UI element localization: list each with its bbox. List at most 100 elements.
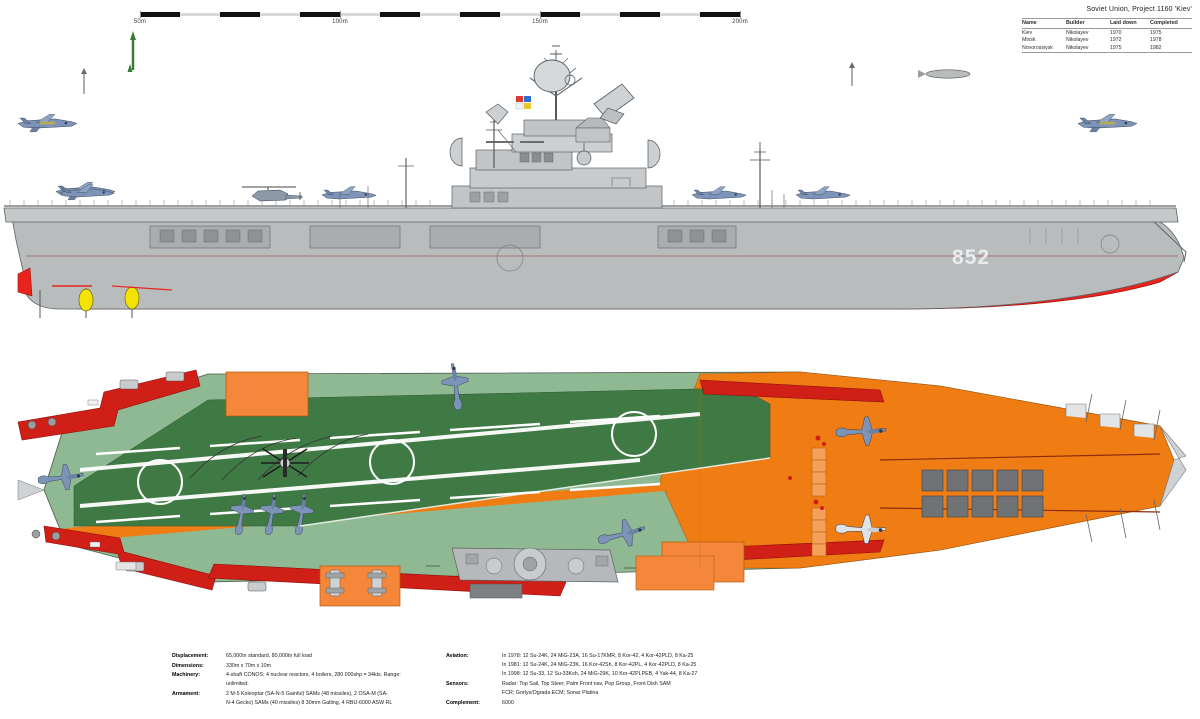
landing-circle-2: [369, 439, 415, 485]
hull-side-features: [149, 225, 1120, 272]
spec-value-sensors: Radar: Top Sail, Top Steer, Palm Front n…: [502, 680, 746, 698]
spec-value-complement: 6000: [502, 699, 746, 708]
spec-line: unlimited.: [226, 681, 249, 688]
scale-label-150m: 150m: [532, 19, 548, 25]
spec-label-displacement: Displacement:: [172, 653, 209, 659]
starboard-profile-view: 852: [3, 31, 1187, 318]
cell-builder: Nikolayev: [1066, 37, 1089, 44]
spec-row-machinery: Machinery: 4-shaft CONOS; 4 nuclear reac…: [172, 671, 437, 689]
propellers-and-rudders: [17, 267, 173, 318]
scale-tick: [540, 11, 541, 18]
scale-segment: [140, 12, 180, 17]
spec-row-aviation: Aviation: In 1978: 12 Su-24K, 24 MiG-23A…: [446, 652, 746, 679]
spec-label-dimensions: Dimensions:: [172, 662, 204, 669]
spec-label-aviation: Aviation:: [446, 653, 469, 659]
table-row: Kiev Nikolayev 1970 1975: [1022, 28, 1192, 36]
cell-laid-down: 1972: [1110, 37, 1122, 44]
scale-segment: [380, 12, 420, 17]
spec-line: 6000: [502, 699, 514, 706]
spec-label-complement: Complement:: [446, 699, 480, 706]
aircraft-on-deck-4: [795, 186, 851, 200]
spec-value-armament: 2 M-5 Koleoptar (SA-N-5 Gainful) SAMs (4…: [226, 690, 437, 708]
specifications-left: Displacement: 65,000tn standard, 80,000t…: [172, 652, 437, 709]
helicopter-on-deck: [242, 186, 303, 202]
missile-reference-vertical: [81, 31, 855, 94]
dish-antenna-aft: [449, 137, 463, 167]
aircraft-on-deck-3: [691, 186, 747, 200]
cell-completed: 1978: [1150, 37, 1162, 44]
title-block: Soviet Union, Project 1160 'Kiev' Name B…: [1012, 6, 1192, 54]
cell-laid-down: 1970: [1110, 29, 1122, 36]
scale-segment: [300, 12, 340, 17]
dish-antenna-fwd: [647, 139, 661, 169]
spec-line: In 1978: 12 Su-24K, 24 MiG-23A, 16 Su-17…: [502, 653, 694, 659]
spec-line: 65,000tn standard, 80,000tn full load: [226, 653, 312, 659]
scale-label-100m: 100m: [332, 19, 348, 25]
spec-value-machinery: 4-shaft CONOS; 4 nuclear reactors, 4 boi…: [226, 671, 437, 689]
bow-deck-structures: [1065, 393, 1187, 543]
cell-builder: Nikolayev: [1066, 44, 1110, 54]
column-header-completed: Completed: [1150, 18, 1192, 29]
deck-panel-orange: [635, 555, 715, 591]
spec-value-aviation: In 1978: 12 Su-24K, 24 MiG-23A, 16 Su-17…: [502, 652, 746, 679]
scale-tick: [140, 11, 141, 18]
column-header-laid-down: Laid down: [1110, 18, 1150, 29]
scale-tick: [340, 11, 341, 18]
island-superstructure: [449, 45, 663, 209]
ship-class-table: Name Builder Laid down Completed Kiev Ni…: [1022, 18, 1192, 54]
aft-mast-antennas: [339, 158, 414, 208]
spec-line: 4-shaft CONOS; 4 nuclear reactors, 4 boi…: [226, 672, 401, 679]
spec-row-armament: Armament: 2 M-5 Koleoptar (SA-N-5 Gainfu…: [172, 690, 437, 708]
cell-name: Novorossiysk: [1022, 44, 1066, 54]
vls-cell-grid: [921, 469, 1044, 518]
deck-elevator-aft: [225, 371, 309, 417]
spec-row-dimensions: Dimensions: 330m x 70m x 10m: [172, 662, 437, 671]
bow-stem: [1149, 217, 1187, 263]
landing-circle-3: [611, 411, 657, 457]
scale-label-50m: 50m: [133, 19, 147, 25]
spec-row-sensors: Sensors: Radar: Top Sail, Top Steer, Pal…: [446, 680, 746, 698]
deck-vehicles: [325, 569, 387, 597]
stern-plan-details: [17, 479, 137, 571]
helicopter-landing-spot: [261, 448, 309, 478]
spec-line: In 1981: 12 Su-24K, 24 MiG-23K, 16 Kor-4…: [502, 662, 697, 669]
scale-segment: [220, 12, 260, 17]
arrestor-wires: [189, 433, 369, 481]
scale-segment: [460, 12, 500, 17]
forward-mast-antennas: [750, 142, 785, 208]
table-row: Minsk Nikolayev 1972 1978: [1022, 37, 1192, 45]
scale-bar: 50m 100m 150m 200m: [134, 8, 748, 28]
spec-label-sensors: Sensors:: [446, 680, 469, 687]
cell-completed: 1982: [1150, 44, 1192, 54]
scale-tick: [740, 11, 741, 18]
island-plan: [426, 547, 638, 599]
cell-laid-down: 1975: [1110, 44, 1150, 54]
spec-line: FCR; Gorlys/Ograda ECM; Sonar Platina: [502, 689, 599, 696]
scale-segment: [700, 12, 740, 17]
hull-number-marking: 852: [952, 246, 990, 269]
table-row: Novorossiysk Nikolayev 1975 1982: [1022, 44, 1192, 54]
cell-builder: Nikolayev: [1066, 29, 1089, 36]
spec-line: Radar: Top Sail, Top Steer, Palm Front n…: [502, 680, 671, 687]
aircraft-side-inflight-1: [17, 113, 78, 133]
spec-label-machinery: Machinery:: [172, 672, 200, 679]
scale-segment: [540, 12, 580, 17]
spec-line: 330m x 70m x 10m: [226, 662, 272, 669]
aircraft-side-inflight-3: [1077, 113, 1138, 133]
drawing-title: Soviet Union, Project 1160 'Kiev': [1086, 6, 1192, 13]
cell-name: Kiev: [1022, 29, 1033, 36]
scale-segment: [620, 12, 660, 17]
missile-reference-horizontal: [918, 69, 971, 79]
spec-line: In 1998: 12 Su-33, 12 Su-33Ksh, 24 MiG-2…: [502, 671, 698, 678]
specifications-right: Aviation: In 1978: 12 Su-24K, 24 MiG-23A…: [446, 652, 746, 708]
column-header-name: Name: [1022, 18, 1066, 29]
spec-label-armament: Armament:: [172, 690, 200, 697]
spec-line: 2 M-5 Koleoptar (SA-N-5 Gainful) SAMs (4…: [226, 690, 388, 697]
deck-markers: [788, 435, 826, 510]
cell-completed: 1975: [1150, 29, 1162, 36]
scale-label-200m: 200m: [732, 19, 748, 25]
spec-value-displacement: 65,000tn standard, 80,000tn full load: [226, 652, 437, 661]
top-sail-radar: [533, 59, 571, 93]
spec-row-displacement: Displacement: 65,000tn standard, 80,000t…: [172, 652, 437, 661]
